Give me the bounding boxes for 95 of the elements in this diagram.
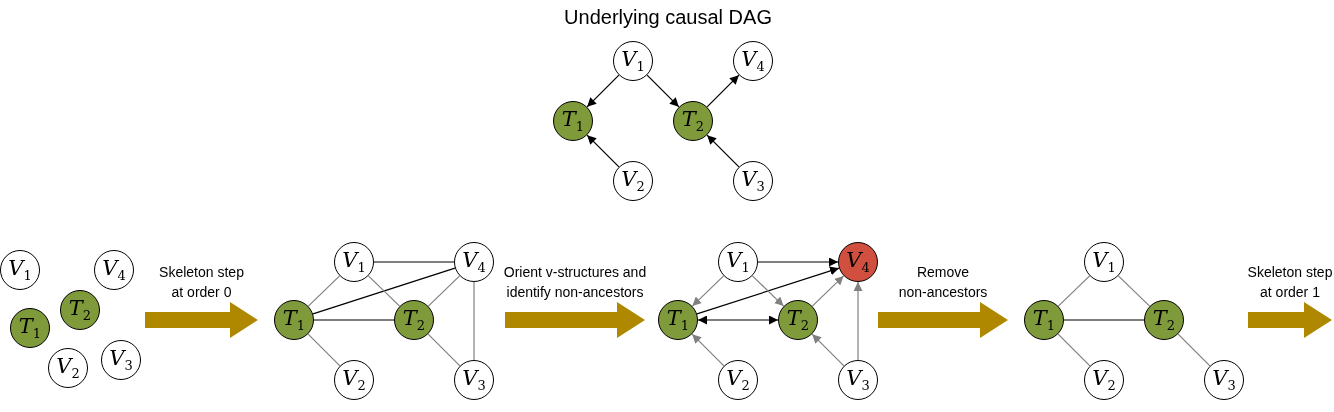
edge-line <box>1057 275 1091 307</box>
edge-label: Skeleton step at order 0 <box>158 263 245 302</box>
variable-label: V$_{2}$ <box>342 368 366 392</box>
variable-circle <box>454 242 494 282</box>
variable-label: V$_{3}$ <box>741 169 765 193</box>
variable-label: T$_{2}$ <box>402 308 426 332</box>
variable-circle <box>733 41 773 81</box>
variable-label: T$_{1}$ <box>666 308 690 332</box>
variable-label: V$_{1}$ <box>342 250 366 274</box>
arrow <box>691 275 725 307</box>
variable-label: T$_{2}$ <box>1152 308 1176 332</box>
variable-label: V$_{2}$ <box>621 169 645 193</box>
variable-circle <box>334 360 374 400</box>
edge-line <box>1057 333 1091 367</box>
variable-label: V$_{2}$ <box>56 356 80 380</box>
edge-label: Remove non-ancestors <box>897 263 989 302</box>
variable-circle <box>718 360 758 400</box>
arrow <box>586 74 620 108</box>
arrow <box>751 275 785 307</box>
edge-line <box>1063 319 1145 321</box>
variable-circle <box>94 250 134 290</box>
arrow <box>586 134 620 168</box>
variable-label: V$_{1}$ <box>1092 250 1116 274</box>
edge-line <box>373 261 455 263</box>
variable-circle <box>1204 360 1244 400</box>
variable-label: V$_{4}$ <box>462 250 486 274</box>
variable-circle <box>0 250 40 290</box>
variable-label: V$_{2}$ <box>726 368 750 392</box>
arrow <box>811 333 845 367</box>
variable-circle <box>1084 360 1124 400</box>
variable-circle <box>778 300 818 340</box>
edge-line <box>313 319 395 321</box>
variable-circle <box>1144 300 1184 340</box>
variable-circle <box>334 242 374 282</box>
variable-label: T$_{1}$ <box>18 316 42 340</box>
variable-circle <box>838 360 878 400</box>
variable-label: V$_{4}$ <box>741 49 765 73</box>
variable-label: T$_{2}$ <box>786 308 810 332</box>
variable-label: V$_{2}$ <box>1092 368 1116 392</box>
variable-circle <box>658 300 698 340</box>
variable-circle <box>101 340 141 380</box>
variable-circle <box>454 360 494 400</box>
variable-label: V$_{4}$ <box>102 258 126 282</box>
variable-circle <box>1084 242 1124 282</box>
arrow <box>691 333 725 367</box>
arrow <box>646 74 680 108</box>
edge-line <box>312 267 456 315</box>
arrow <box>853 281 863 361</box>
variable-circle <box>613 161 653 201</box>
variable-circle <box>1024 300 1064 340</box>
variable-label: V$_{1}$ <box>621 49 645 73</box>
variable-label: V$_{3}$ <box>462 368 486 392</box>
variable-circle <box>673 101 713 141</box>
block-arrow <box>878 302 1008 338</box>
variable-label: V$_{1}$ <box>726 250 750 274</box>
edge-line <box>427 275 461 307</box>
variable-circle <box>10 308 50 348</box>
variable-label: V$_{1}$ <box>8 258 32 282</box>
variable-label: T$_{1}$ <box>1032 308 1056 332</box>
block-arrow <box>1248 302 1332 338</box>
variable-circle <box>553 101 593 141</box>
edge-line <box>367 275 401 307</box>
variable-circle <box>48 348 88 388</box>
variable-label: T$_{1}$ <box>282 308 306 332</box>
variable-label: V$_{3}$ <box>846 368 870 392</box>
variable-circle <box>394 300 434 340</box>
diagram-title: Underlying causal DAG <box>563 6 773 29</box>
variable-circle <box>838 242 878 282</box>
variable-label: T$_{1}$ <box>561 109 585 133</box>
variable-label: T$_{2}$ <box>68 298 92 322</box>
variable-label: V$_{3}$ <box>109 348 133 372</box>
variable-circle <box>60 290 100 330</box>
arrow <box>706 74 740 108</box>
arrow <box>697 315 779 325</box>
arrow <box>811 275 845 307</box>
variable-label: V$_{4}$ <box>846 250 870 274</box>
arrow <box>706 134 740 168</box>
edge-label: Orient v-structures and identify non-ancestors <box>502 263 648 302</box>
arrow <box>696 266 840 315</box>
variable-label: V$_{3}$ <box>1212 368 1236 392</box>
variable-circle <box>718 242 758 282</box>
variable-circle <box>733 161 773 201</box>
edge-label: Skeleton step at order 1 <box>1246 263 1334 302</box>
edge-line <box>307 333 341 367</box>
variable-label: T$_{2}$ <box>681 109 705 133</box>
edge-line <box>1117 275 1151 307</box>
variable-circle <box>274 300 314 340</box>
variable-circle <box>613 41 653 81</box>
edge-line <box>1177 333 1211 367</box>
edge-line <box>427 333 461 367</box>
arrow <box>757 257 839 267</box>
edge-line <box>473 281 475 361</box>
block-arrow <box>505 302 645 338</box>
edge-line <box>307 275 341 307</box>
block-arrow <box>145 302 258 338</box>
